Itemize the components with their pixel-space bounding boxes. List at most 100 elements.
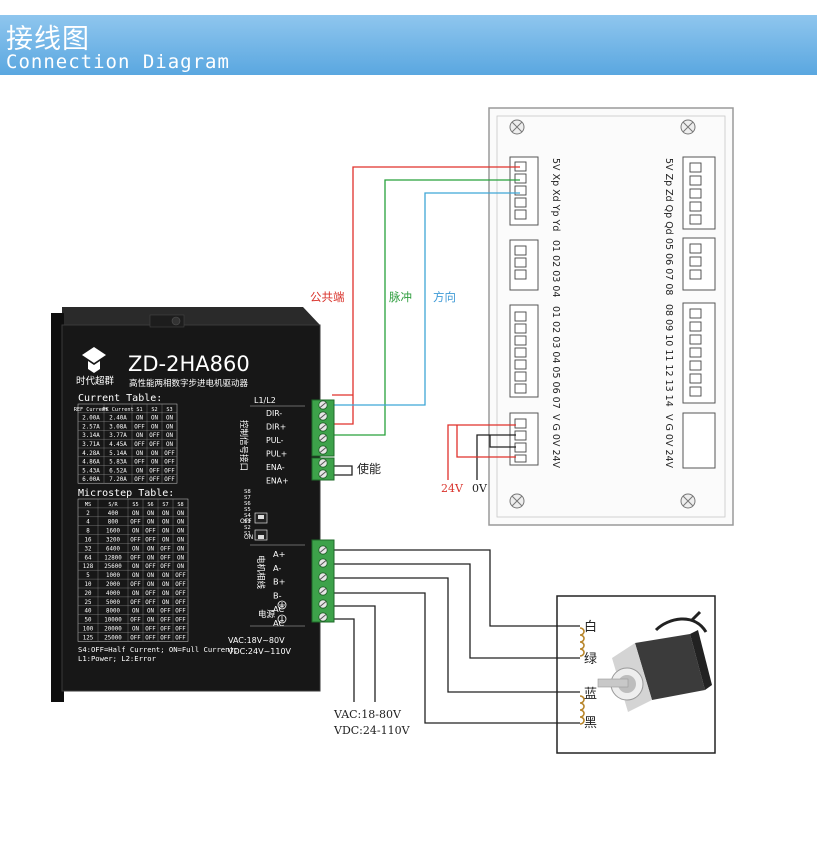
table-cell: ON [132, 546, 139, 552]
motor-terminal-label: A- [273, 563, 281, 573]
table-cell: OFF [145, 538, 156, 544]
table-cell: OFF [175, 618, 186, 624]
table-cell: OFF [160, 609, 171, 615]
signal-label: ENA- [266, 463, 285, 472]
table-cell: 4.45A [109, 442, 127, 448]
table-cell: OFF [130, 520, 141, 526]
table-cell: 3.08A [109, 424, 127, 430]
table-cell: 4000 [106, 591, 120, 597]
switch-label: S3 [244, 519, 251, 525]
ac-symbol-icon [277, 614, 287, 624]
conn3-label: 01 02 03 04 05 06 07 [550, 306, 561, 409]
motor-terminal-label: AC [273, 618, 284, 628]
table-cell: 32 [85, 546, 92, 552]
table-cell: 4 [86, 520, 90, 526]
switch-on-label: ON [244, 534, 253, 541]
signal-label: PUL+ [266, 450, 287, 459]
table-cell: OFF [175, 591, 186, 597]
table-cell: OFF [130, 582, 141, 588]
table-cell: ON [162, 538, 169, 544]
table-header-cell: S3 [166, 407, 172, 413]
table-cell: OFF [175, 609, 186, 615]
table-cell: ON [132, 573, 139, 579]
motor-wire-black: 黑 [584, 716, 597, 731]
microstep-table-title: Microstep Table: [78, 488, 174, 499]
table-cell: OFF [149, 442, 160, 448]
wire-label-enable: 使能 [357, 461, 381, 476]
table-cell: ON [166, 424, 173, 430]
coil-b-icon [579, 695, 585, 725]
table-header-cell: S8 [177, 502, 183, 508]
table-cell: ON [151, 451, 158, 457]
table-cell: ON [132, 591, 139, 597]
table-cell: ON [147, 618, 154, 624]
table-cell: 5.83A [109, 460, 127, 466]
switch-off-label: OFF [240, 518, 252, 525]
motor-terminal-label: B- [273, 590, 282, 600]
table-cell: OFF [134, 460, 145, 466]
switch-label: S1 [244, 531, 251, 537]
table-cell: ON [136, 433, 143, 439]
table-cell: OFF [175, 627, 186, 633]
table-cell: ON [162, 520, 169, 526]
signal-wires [332, 166, 520, 436]
table-cell: 50 [85, 618, 92, 624]
signal-label: ENA+ [266, 477, 289, 486]
table-cell: OFF [160, 627, 171, 633]
stepper-driver: 时代超群 ZD-2HA860 高性能两相数字步进电机驱动器 Current Ta… [51, 307, 335, 702]
motor-port-label: 电机相线 [255, 555, 266, 590]
table-cell: OFF [164, 468, 175, 474]
terminal-screw-icon [318, 445, 328, 455]
brand-logo-icon [82, 347, 106, 373]
signal-group-label: L1/L2 [254, 396, 276, 405]
conn8-label: V G 0V 24V [663, 414, 674, 469]
table-cell: 2 [86, 511, 90, 517]
signal-label: DIR+ [266, 423, 286, 432]
table-header-cell: S/R [108, 502, 118, 508]
table-cell: 5 [86, 573, 90, 579]
board-screw-icon [509, 119, 525, 135]
table-cell: 3.71A [82, 442, 100, 448]
table-cell: OFF [145, 600, 156, 606]
table-cell: ON [147, 555, 154, 561]
table-cell: 125 [83, 635, 94, 641]
table-cell: OFF [130, 618, 141, 624]
motor-wires [333, 465, 580, 724]
table-cell: ON [151, 416, 158, 422]
table-cell: 6.00A [82, 477, 100, 483]
driver-note-2: L1:Power; L2:Error [78, 654, 157, 663]
section-header: 接线图 Connection Diagram [0, 15, 817, 75]
conn2-label: 01 02 03 04 [550, 240, 561, 297]
table-cell: OFF [164, 477, 175, 483]
table-cell: OFF [145, 529, 156, 535]
table-header-cell: S5 [132, 502, 138, 508]
table-cell: OFF [160, 546, 171, 552]
table-header-cell: MS [85, 502, 91, 508]
table-cell: 6.52A [109, 468, 127, 474]
signal-labels: DIR-DIR+PUL-PUL+ENA-ENA+ [266, 409, 289, 486]
stepper-motor-icon [597, 610, 712, 712]
table-header-cell: S1 [136, 407, 142, 413]
table-cell: ON [136, 468, 143, 474]
table-cell: 4.86A [82, 460, 100, 466]
table-cell: 10000 [104, 618, 122, 624]
table-cell: ON [177, 564, 184, 570]
terminal-screw-icon [318, 599, 328, 609]
table-cell: 25600 [104, 564, 122, 570]
table-cell: ON [132, 627, 139, 633]
table-cell: ON [151, 460, 158, 466]
current-table-title: Current Table: [78, 393, 162, 404]
motor-terminal-label: B+ [273, 577, 285, 587]
table-cell: OFF [175, 573, 186, 579]
table-cell: ON [177, 511, 184, 517]
table-cell: 12800 [104, 555, 122, 561]
terminal-screw-icon [318, 586, 328, 596]
terminal-screw-icon [318, 400, 328, 410]
table-cell: 2000 [106, 582, 120, 588]
table-cell: 5.43A [82, 468, 100, 474]
table-cell: 2.00A [82, 416, 100, 422]
coil-a-icon [579, 627, 585, 657]
